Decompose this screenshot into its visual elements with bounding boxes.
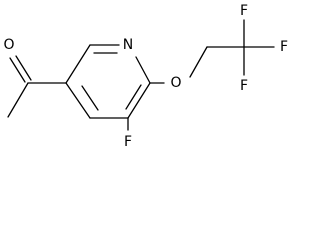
fluorine-top-label: F — [240, 3, 248, 19]
bond-carbonyl-methyl — [7, 82, 29, 118]
bond-oxygen-ch2 — [189, 46, 208, 78]
bond-c2-c3 — [65, 44, 91, 84]
pyridine-ring — [65, 44, 151, 119]
bond-carbonyl-oxygen-a — [9, 57, 26, 83]
bond-c6-n — [135, 56, 151, 84]
fluorine-right-label: F — [280, 39, 288, 55]
ring-fluorine-label: F — [124, 134, 132, 150]
bond-c5-c6-inner — [125, 84, 142, 110]
fluorine-bottom-label: F — [240, 78, 248, 94]
acetyl-group — [7, 55, 67, 118]
ether-oxygen-label: O — [170, 75, 181, 91]
bond-c5-c6 — [127, 82, 151, 119]
bond-c4-c4-inner — [81, 85, 99, 111]
bond-c3-c4 — [65, 82, 91, 119]
nitrogen-label: N — [123, 37, 133, 53]
chemical-structure: N O F O F F F — [3, 3, 288, 150]
trifluoroethoxy-group — [149, 19, 275, 84]
carbonyl-oxygen-label: O — [3, 37, 14, 53]
bond-carbonyl-oxygen-b — [15, 55, 32, 81]
